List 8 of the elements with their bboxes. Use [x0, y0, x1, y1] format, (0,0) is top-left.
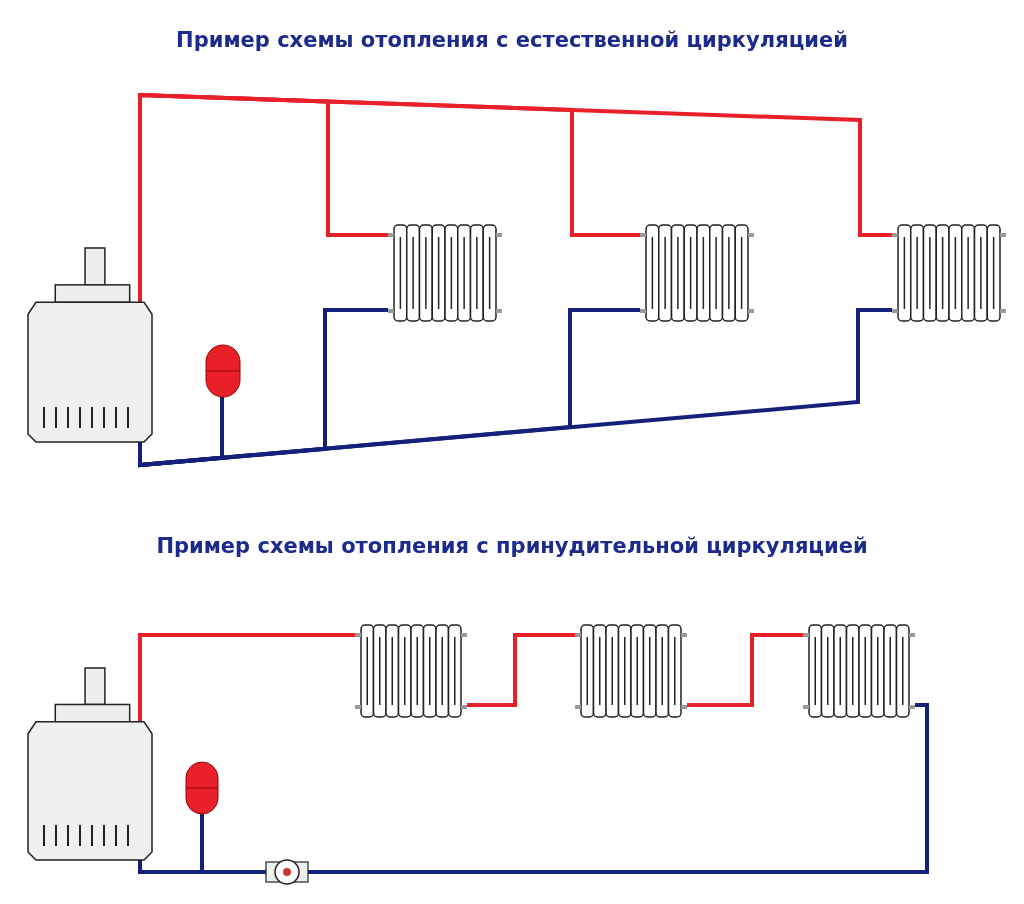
pipe — [138, 633, 355, 722]
pipe — [467, 633, 575, 707]
pipe — [687, 633, 803, 707]
heading: Пример схемы отопления с принудительной циркуляцией — [155, 534, 869, 558]
pipe — [308, 703, 929, 874]
pipe — [138, 397, 224, 468]
heading: Пример схемы отопления с естественной циркуляцией — [175, 28, 849, 52]
pipe — [138, 814, 204, 874]
